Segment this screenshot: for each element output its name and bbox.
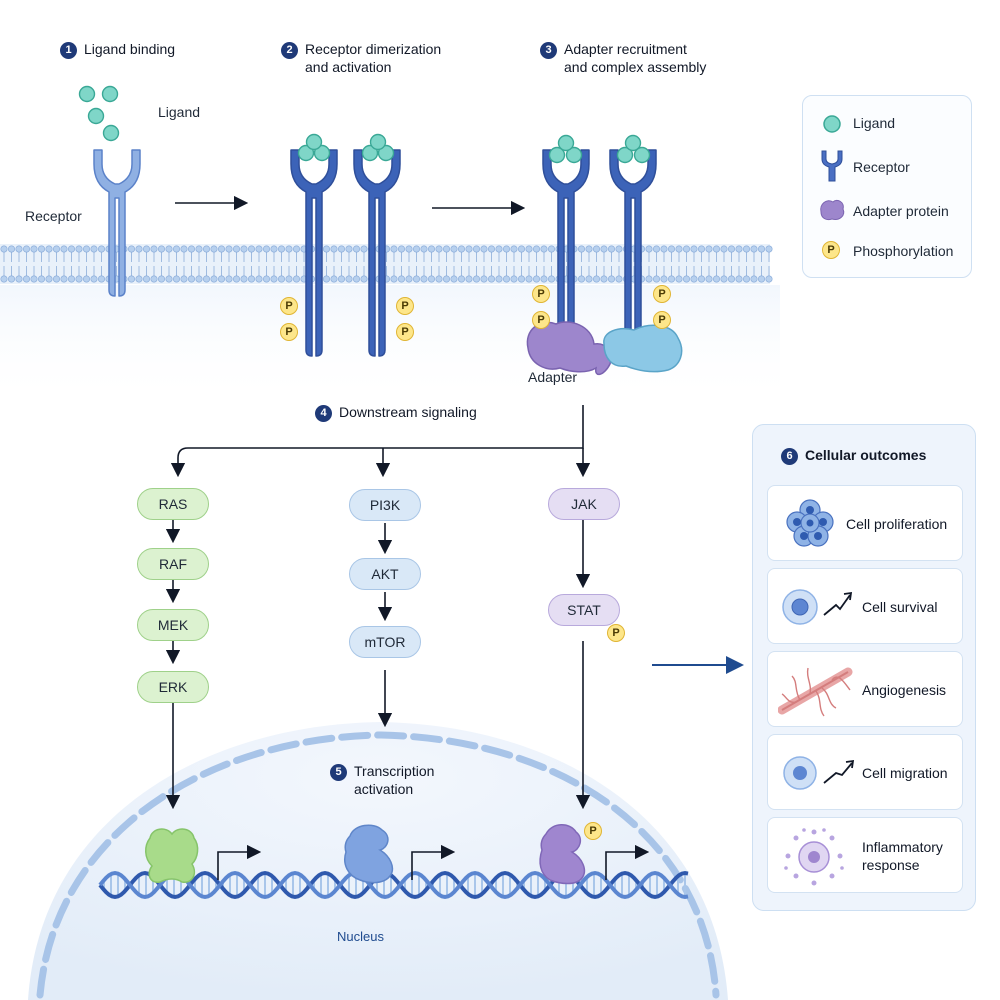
inflammatory-cell-icon xyxy=(784,828,844,886)
ligand-icon xyxy=(102,124,120,142)
receptor-active-right xyxy=(353,149,401,357)
phosphorylation-icon: P xyxy=(584,822,602,840)
step-title: Ligand binding xyxy=(84,41,176,57)
ligand-icon xyxy=(313,144,331,162)
node-stat: STAT xyxy=(548,594,620,626)
step-number-badge: 5 xyxy=(330,764,347,781)
phosphorylation-icon: P xyxy=(607,624,625,642)
outcomes-title-text: Cellular outcomes xyxy=(805,447,927,463)
ligand-icon xyxy=(87,107,105,125)
legend-label: Receptor xyxy=(853,159,910,175)
signal-branch-lines xyxy=(165,405,591,810)
phosphorylation-icon: P xyxy=(822,241,840,259)
ligand-icon xyxy=(361,144,379,162)
adapter-protein-icon xyxy=(820,199,845,221)
cellular-outcomes-panel: 6 Cellular outcomes Cell proliferation Ce… xyxy=(752,424,976,911)
legend-label: Adapter protein xyxy=(853,203,949,219)
outcome-label: Angiogenesis xyxy=(862,682,947,698)
step-number-badge: 6 xyxy=(781,448,798,465)
ligand-icon xyxy=(78,85,96,103)
phosphorylation-icon: P xyxy=(280,297,298,315)
ligand-icon xyxy=(297,144,315,162)
blue-transcription-factor xyxy=(344,824,394,884)
phosphorylation-icon: P xyxy=(396,297,414,315)
ligand-icon xyxy=(624,134,642,152)
phosphorylation-icon: P xyxy=(532,285,550,303)
cell-survival-icon xyxy=(782,589,853,625)
node-ras: RAS xyxy=(137,488,209,520)
outcome-label: Inflammatory response xyxy=(862,839,943,873)
cell-migration-icon xyxy=(783,756,855,790)
outcome-card-survival: Cell survival xyxy=(767,568,963,644)
blood-vessel-icon xyxy=(778,667,853,717)
node-raf: RAF xyxy=(137,548,209,580)
receptor-icon xyxy=(821,150,843,182)
ligand-icon xyxy=(616,146,634,164)
step-number-badge: 2 xyxy=(281,42,298,59)
step-number-badge: 3 xyxy=(540,42,557,59)
step-2-label: 2 Receptor dimerization and activation xyxy=(281,40,441,76)
ligand-icon xyxy=(633,146,651,164)
adapter-protein-blue xyxy=(603,324,683,373)
receptor-label: Receptor xyxy=(25,208,82,224)
ligand-icon xyxy=(101,85,119,103)
node-pi3k: PI3K xyxy=(349,489,421,521)
ligand-icon xyxy=(377,144,395,162)
step-title: Receptor dimerization and activation xyxy=(305,41,442,75)
legend-label: Phosphorylation xyxy=(853,243,954,259)
outcome-card-angiogenesis: Angiogenesis xyxy=(767,651,963,727)
node-akt: AKT xyxy=(349,558,421,590)
node-erk: ERK xyxy=(137,671,209,703)
legend-panel: Ligand Receptor Adapter protein P Phosph… xyxy=(802,95,972,278)
adapter-label: Adapter xyxy=(528,369,578,385)
step-title: Downstream signaling xyxy=(339,404,477,420)
ligand-icon xyxy=(369,133,387,151)
transcription-start-arrows xyxy=(217,844,650,880)
receptor-inactive xyxy=(93,149,141,297)
step-1-label: 1 Ligand binding xyxy=(60,40,175,59)
step-title: Transcription activation xyxy=(354,763,435,797)
ligand-icon xyxy=(565,146,583,164)
phosphorylation-icon: P xyxy=(280,323,298,341)
phosphorylation-icon: P xyxy=(653,311,671,329)
step-title: Adapter recruitment and complex assembly xyxy=(564,41,707,75)
purple-transcription-factor xyxy=(539,824,586,885)
ligand-icon xyxy=(548,146,566,164)
legend-label: Ligand xyxy=(853,115,896,131)
outcome-label: Cell survival xyxy=(862,599,938,615)
ligand-icon xyxy=(305,133,323,151)
receptor-active-left xyxy=(290,149,338,357)
green-transcription-factor xyxy=(145,828,199,883)
node-mek: MEK xyxy=(137,609,209,641)
step-number-badge: 1 xyxy=(60,42,77,59)
nucleus-label: Nucleus xyxy=(337,929,384,944)
phosphorylation-icon: P xyxy=(532,311,550,329)
adapter-protein-purple xyxy=(526,321,612,376)
phosphorylation-icon: P xyxy=(653,285,671,303)
outcome-card-inflammatory: Inflammatory response xyxy=(767,817,963,893)
outcome-label: Cell proliferation xyxy=(846,516,948,532)
cell-membrane xyxy=(0,244,773,284)
ligand-label: Ligand xyxy=(158,104,201,120)
step-4-label: 4 Downstream signaling xyxy=(315,403,477,422)
ligand-icon xyxy=(823,115,841,133)
step-5-label: 5 Transcription activation xyxy=(330,762,434,798)
phosphorylation-icon: P xyxy=(396,323,414,341)
step-3-label: 3 Adapter recruitment and complex assembl… xyxy=(540,40,706,76)
step-number-badge: 4 xyxy=(315,405,332,422)
outcome-label: Cell migration xyxy=(862,765,948,781)
node-mtor: mTOR xyxy=(349,626,421,658)
outcome-card-migration: Cell migration xyxy=(767,734,963,810)
ligand-icon xyxy=(557,134,575,152)
cell-cluster-icon xyxy=(786,499,834,547)
outcome-card-proliferation: Cell proliferation xyxy=(767,485,963,561)
outcomes-title: 6 Cellular outcomes xyxy=(781,447,926,465)
node-jak: JAK xyxy=(548,488,620,520)
